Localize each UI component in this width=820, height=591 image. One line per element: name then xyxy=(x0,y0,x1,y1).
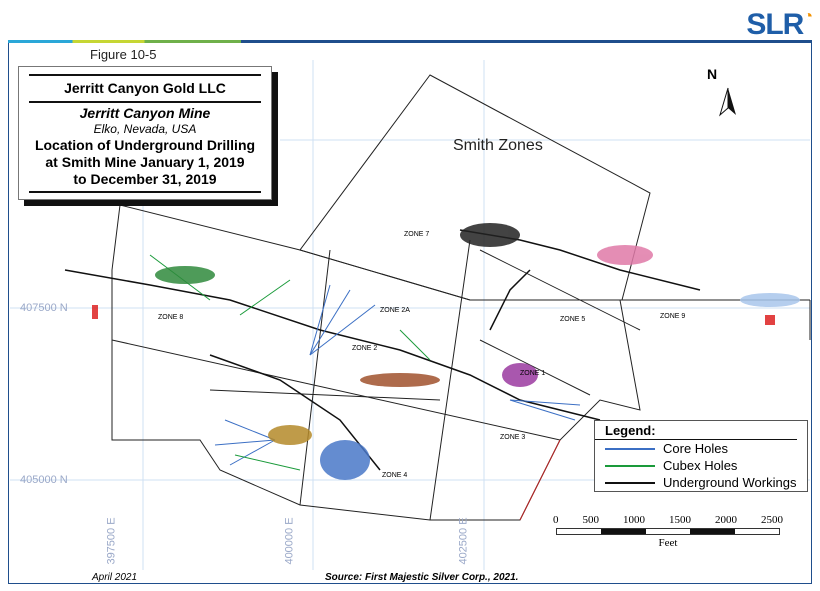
area-label: Smith Zones xyxy=(453,137,543,154)
zone-label: ZONE 7 xyxy=(404,231,430,238)
zone-label: ZONE 5 xyxy=(560,316,586,323)
mine-name: Jerritt Canyon Mine xyxy=(79,105,211,121)
cubex-holes-swatch xyxy=(605,464,655,467)
easting-label: 400000 E xyxy=(283,517,296,565)
footer-date: April 2021 xyxy=(92,572,138,583)
zone-label: ZONE 1 xyxy=(520,370,546,377)
smith-zones-boundary xyxy=(299,74,651,301)
company-name: Jerritt Canyon Gold LLC xyxy=(64,80,226,96)
north-arrow xyxy=(719,87,736,117)
north-label: N xyxy=(707,66,718,82)
title-line: to December 31, 2019 xyxy=(73,171,217,187)
legend: Legend: Core Holes Cubex Holes Undergrou… xyxy=(594,420,808,492)
easting-label: 402500 E xyxy=(457,517,470,565)
scale-unit: Feet xyxy=(658,537,678,549)
figure-frame xyxy=(8,43,812,584)
legend-item: Core Holes xyxy=(595,440,807,457)
figure-label: Figure 10-5 xyxy=(90,47,157,62)
legend-item: Cubex Holes xyxy=(595,457,807,474)
zone-label: ZONE 4 xyxy=(382,472,408,479)
northing-label: 405000 N xyxy=(20,474,68,486)
easting-label: 397500 E xyxy=(105,517,118,565)
footer-source: Source: First Majestic Silver Corp., 202… xyxy=(325,572,519,583)
title-block: Jerritt Canyon Gold LLC Jerritt Canyon M… xyxy=(18,66,272,200)
zone-label: ZONE 9 xyxy=(660,313,686,320)
legend-item: Underground Workings xyxy=(595,474,807,491)
location: Elko, Nevada, USA xyxy=(93,122,197,136)
core-holes-swatch xyxy=(605,447,655,450)
zone-label: ZONE 3 xyxy=(500,434,526,441)
zone-label: ZONE 2A xyxy=(380,307,410,314)
header-color-bar xyxy=(8,40,812,43)
zone-label: ZONE 8 xyxy=(158,314,184,321)
northing-label: 407500 N xyxy=(20,302,68,314)
mine-outline xyxy=(111,204,641,521)
drill-holes xyxy=(149,254,581,471)
slr-logo: SLR◔ xyxy=(746,8,813,41)
legend-title: Legend: xyxy=(595,421,797,440)
title-line: Location of Underground Drilling xyxy=(34,137,256,153)
mineralized-zones xyxy=(92,223,800,480)
title-line: at Smith Mine January 1, 2019 xyxy=(45,154,245,170)
zone-label: ZONE 2 xyxy=(352,345,378,352)
workings-swatch xyxy=(605,481,655,484)
